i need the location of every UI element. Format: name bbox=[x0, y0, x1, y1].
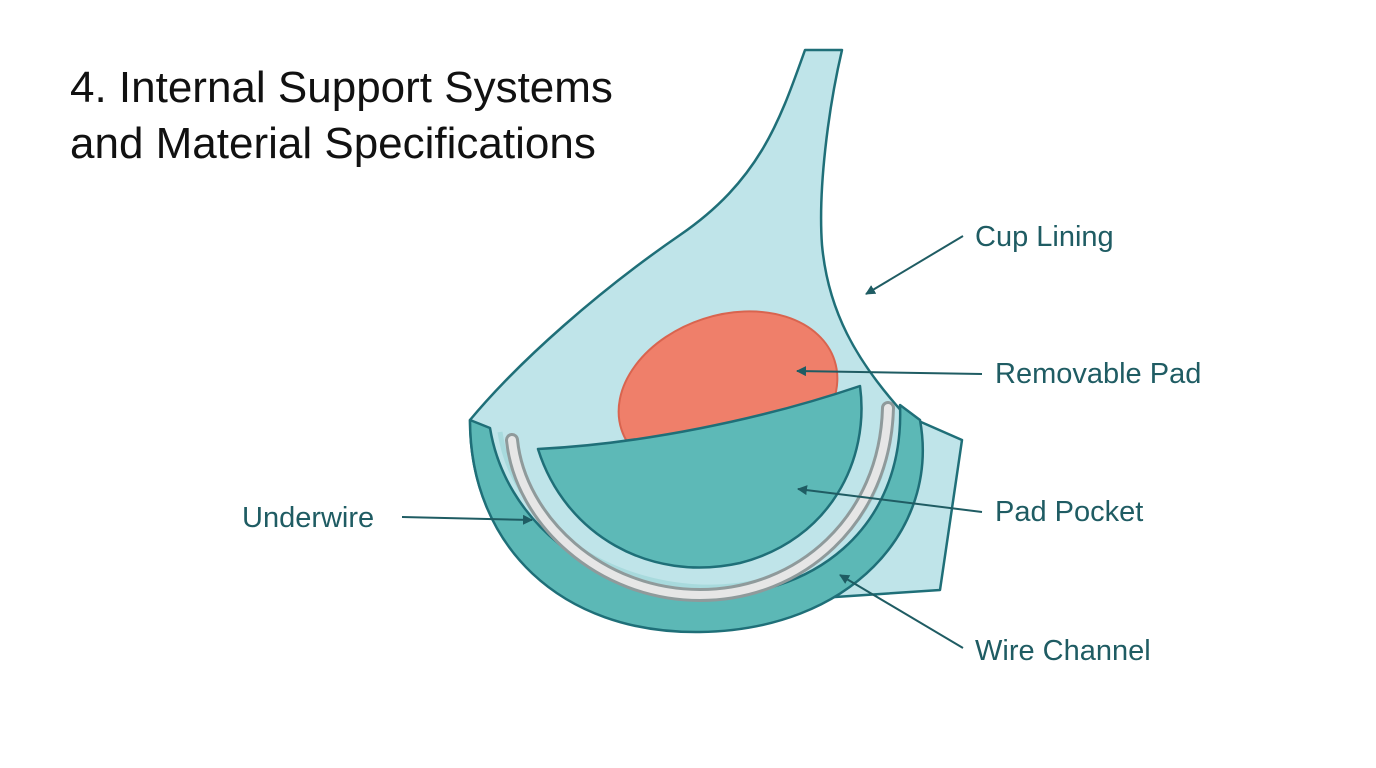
underwire-leader bbox=[401, 514, 533, 525]
page-title: 4. Internal Support Systems and Material… bbox=[70, 60, 690, 172]
removable-pad-leader bbox=[796, 366, 983, 377]
underwire-label: Underwire bbox=[242, 502, 374, 534]
underwire-highlight bbox=[508, 404, 892, 600]
cup-lining-label: Cup Lining bbox=[975, 221, 1114, 253]
pad-pocket-shape bbox=[536, 384, 863, 569]
cup-lining-leader bbox=[865, 235, 964, 295]
pad-pocket-leader bbox=[797, 485, 983, 513]
wire-channel-label: Wire Channel bbox=[975, 635, 1151, 667]
wire-channel-leader bbox=[839, 574, 964, 649]
removable-pad-label: Removable Pad bbox=[995, 358, 1201, 390]
title-line-1: 4. Internal Support Systems bbox=[70, 63, 613, 112]
title-line-2: and Material Specifications bbox=[70, 119, 596, 168]
pad-pocket-label: Pad Pocket bbox=[995, 496, 1143, 528]
